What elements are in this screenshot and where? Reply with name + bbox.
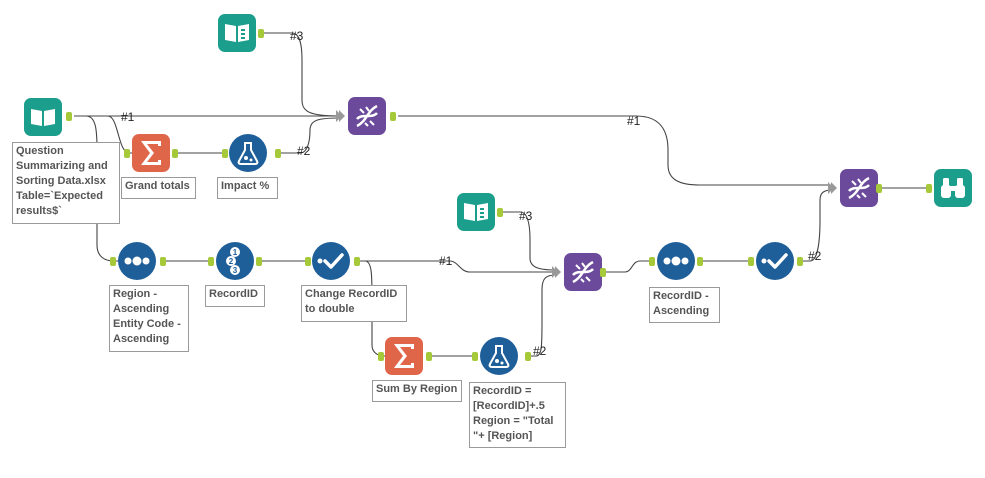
tool-annotation: RecordID = [RecordID]+.5 Region = "Total…	[469, 382, 566, 448]
tool-annotation: Grand totals	[121, 177, 196, 199]
wire-union-mid-to-sort-recordid	[606, 260, 652, 273]
numbered-list-icon: 1 2 3	[226, 247, 240, 275]
svg-text:1: 1	[233, 248, 238, 257]
wire-formula-region-to-union-mid	[531, 274, 557, 357]
input-anchor[interactable]	[649, 257, 655, 266]
output-anchor[interactable]	[876, 184, 882, 193]
check-icon	[317, 253, 344, 269]
connection-label: #1	[439, 254, 453, 268]
input-anchor[interactable]	[305, 257, 311, 266]
check-icon	[761, 253, 788, 269]
output-anchor[interactable]	[66, 112, 72, 121]
input-anchor[interactable]	[124, 149, 130, 158]
wire-impact-to-union-top	[281, 117, 341, 154]
output-anchor[interactable]	[172, 149, 178, 158]
dna-icon	[356, 104, 378, 128]
connection-label: #1	[627, 114, 641, 128]
tool-annotation: Change RecordID to double	[301, 285, 407, 322]
recordid-tool[interactable]: 1 2 3	[216, 242, 254, 280]
output-anchor[interactable]	[525, 352, 531, 361]
sigma-icon	[141, 141, 161, 165]
sort-tool[interactable]	[118, 242, 156, 280]
output-anchor[interactable]	[256, 257, 262, 266]
input-anchor[interactable]	[378, 352, 384, 361]
union-tool[interactable]	[564, 253, 602, 291]
dna-icon	[572, 260, 594, 284]
flask-icon	[237, 142, 259, 165]
select-tool[interactable]	[756, 242, 794, 280]
wire-select-final-to-union-final	[802, 189, 833, 262]
input-anchor[interactable]	[222, 149, 228, 158]
input-anchor[interactable]	[926, 184, 932, 193]
output-anchor[interactable]	[275, 149, 281, 158]
summarize-tool[interactable]	[385, 337, 423, 375]
svg-text:2: 2	[229, 257, 234, 266]
tool-annotation: Impact %	[217, 177, 278, 199]
union-tool[interactable]	[840, 169, 878, 207]
formula-tool[interactable]	[480, 337, 518, 375]
wire-input-mid-to-union-mid	[503, 211, 557, 271]
union-tool[interactable]	[348, 97, 386, 135]
dots-icon	[124, 256, 150, 266]
wire-input-top-to-union-top	[264, 32, 341, 117]
book-icon	[225, 24, 249, 42]
tool-annotation: Question Summarizing and Sorting Data.xl…	[12, 142, 120, 224]
browse-tool[interactable]	[934, 169, 972, 207]
connection-label: #2	[808, 249, 822, 263]
output-anchor[interactable]	[797, 257, 803, 266]
svg-text:3: 3	[233, 266, 238, 275]
connection-label: #3	[290, 29, 304, 43]
input-anchor[interactable]	[748, 257, 754, 266]
flask-icon	[488, 345, 510, 368]
formula-tool[interactable]	[229, 134, 267, 172]
output-anchor[interactable]	[426, 352, 432, 361]
tool-annotation: RecordID	[205, 285, 265, 307]
connection-label: #3	[519, 209, 533, 223]
tool-annotation: RecordID - Ascending	[649, 287, 720, 323]
dna-icon	[848, 176, 870, 200]
input-anchor[interactable]	[110, 257, 116, 266]
book-icon	[31, 109, 55, 126]
book-icon	[464, 203, 488, 221]
summarize-tool[interactable]	[132, 134, 170, 172]
input-anchor[interactable]	[472, 352, 478, 361]
output-anchor[interactable]	[354, 257, 360, 266]
output-anchor[interactable]	[497, 208, 503, 217]
wire-change-to-union-mid	[360, 260, 556, 273]
input-data-tool[interactable]	[218, 14, 256, 52]
output-anchor[interactable]	[697, 257, 703, 266]
output-anchor[interactable]	[160, 257, 166, 266]
connection-label: #2	[297, 144, 311, 158]
connection-label: #1	[121, 110, 135, 124]
output-anchor[interactable]	[390, 112, 396, 121]
output-anchor[interactable]	[258, 29, 264, 38]
input-anchor[interactable]	[208, 257, 214, 266]
connection-label: #2	[533, 344, 547, 358]
binoculars-icon	[941, 178, 965, 198]
input-data-tool[interactable]	[457, 193, 495, 231]
dots-icon	[663, 256, 689, 266]
sigma-icon	[394, 344, 414, 368]
sort-tool[interactable]	[657, 242, 695, 280]
select-tool[interactable]	[312, 242, 350, 280]
tool-annotation: Region - Ascending Entity Code - Ascendi…	[109, 285, 189, 352]
input-data-tool[interactable]	[24, 98, 62, 136]
tool-annotation: Sum By Region	[372, 380, 462, 402]
wire-union-top-to-union-final	[398, 115, 832, 186]
output-anchor[interactable]	[600, 268, 606, 277]
